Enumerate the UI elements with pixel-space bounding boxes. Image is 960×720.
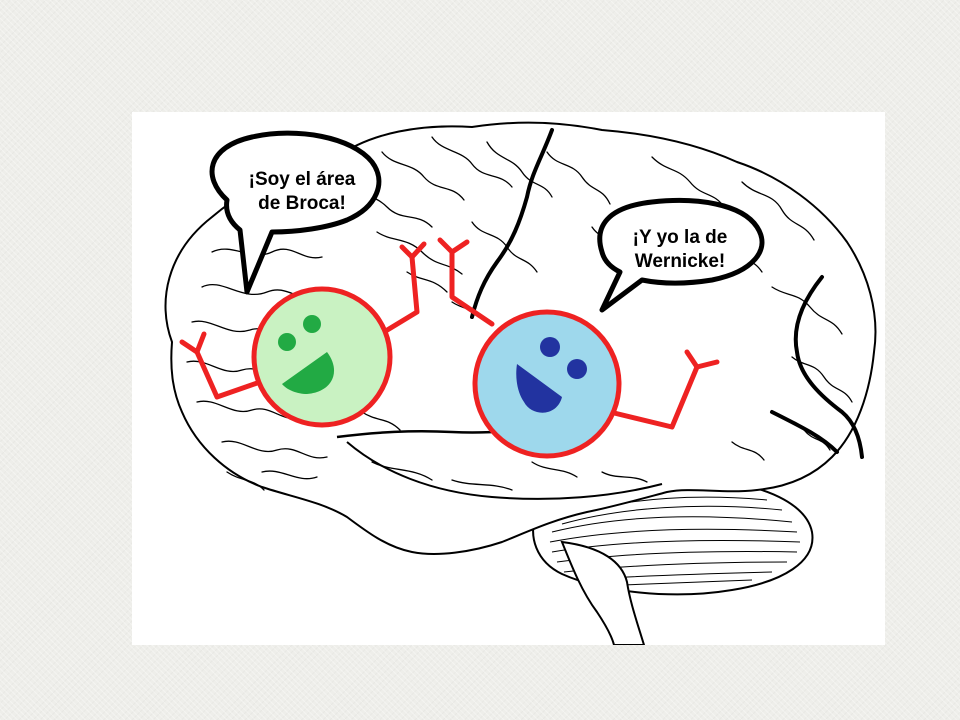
wernicke-speech-line-2: Wernicke! xyxy=(635,251,725,272)
wernicke-face xyxy=(472,309,622,459)
broca-arms xyxy=(179,241,427,400)
wernicke-left-eye xyxy=(540,337,560,357)
wernicke-mouth xyxy=(516,364,562,413)
wernicke-speech-line-1: ¡Y yo la de xyxy=(633,227,728,248)
broca-right-eye xyxy=(303,315,321,333)
broca-left-eye xyxy=(278,333,296,351)
broca-mouth xyxy=(282,352,335,394)
wernicke-arms xyxy=(437,237,720,430)
broca-speech-line-2: de Broca! xyxy=(258,193,346,214)
brain-drawing: ¡Soy el área de Broca! ¡Y yo la de Werni… xyxy=(164,121,877,645)
wernicke-right-eye xyxy=(567,359,587,379)
brain-illustration: ¡Soy el área de Broca! ¡Y yo la de Werni… xyxy=(132,112,885,645)
wernicke-speech-bubble: ¡Y yo la de Wernicke! xyxy=(597,197,765,313)
wernicke-character xyxy=(437,237,720,459)
broca-speech-bubble: ¡Soy el área de Broca! xyxy=(209,130,382,295)
broca-character xyxy=(179,241,427,428)
broca-speech-line-1: ¡Soy el área xyxy=(249,169,356,190)
brain-stem xyxy=(560,540,646,645)
temporal-lobe-edge xyxy=(346,441,663,500)
brain-fissures xyxy=(470,128,864,459)
